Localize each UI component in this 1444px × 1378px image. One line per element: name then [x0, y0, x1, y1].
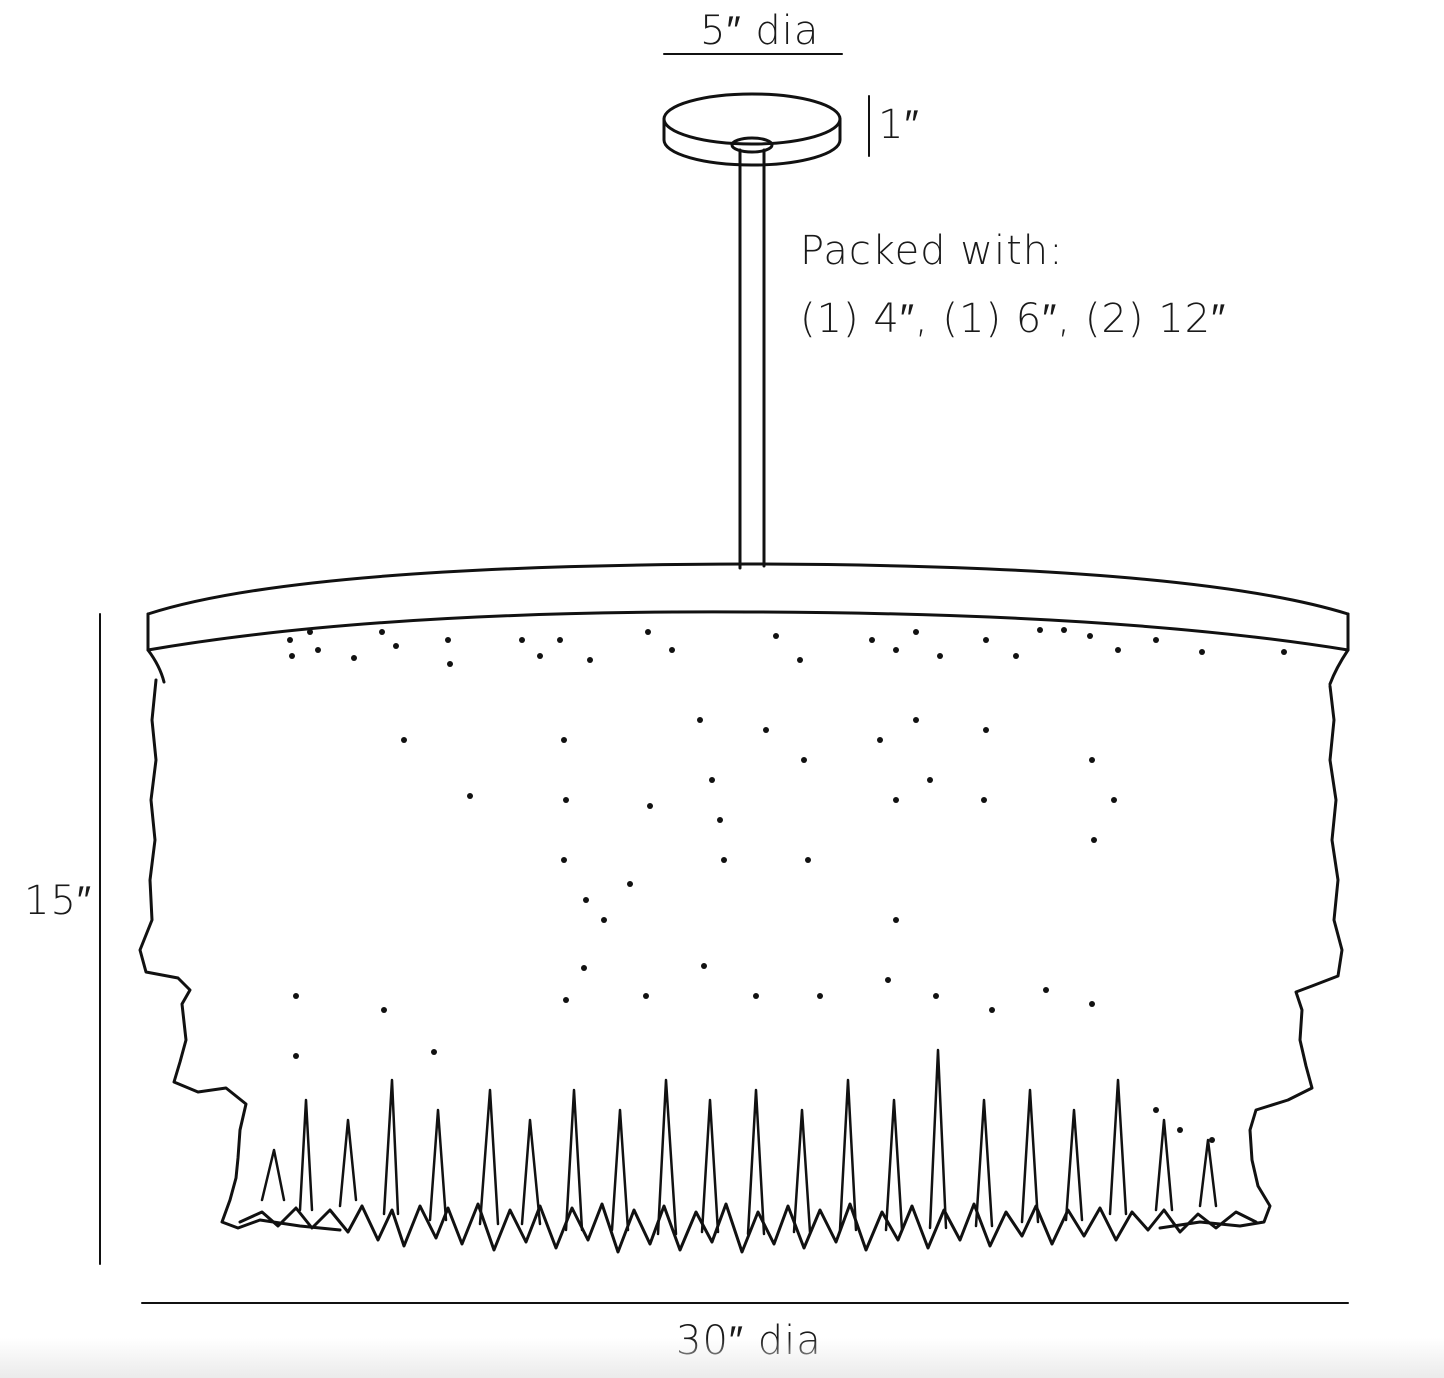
crystal-beads — [287, 627, 1287, 1143]
packed-with-items: (1) 4″, (1) 6″, (2) 12″ — [800, 296, 1227, 342]
bottom-fade — [0, 1338, 1444, 1378]
shade-right-edge — [1158, 684, 1344, 1230]
canopy-diameter-label: 5″ dia — [700, 8, 820, 54]
top-ring — [146, 562, 1350, 686]
canopy-height-label: 1″ — [878, 102, 920, 148]
shade-left-edge — [138, 678, 342, 1232]
shade-bottom-fringe — [238, 1202, 1258, 1254]
crystal-strands — [260, 1048, 1218, 1236]
packed-with-title: Packed with: — [800, 228, 1064, 274]
fixture-height-label: 15″ — [24, 878, 93, 924]
stem-rod — [730, 136, 774, 570]
canopy — [662, 92, 842, 167]
